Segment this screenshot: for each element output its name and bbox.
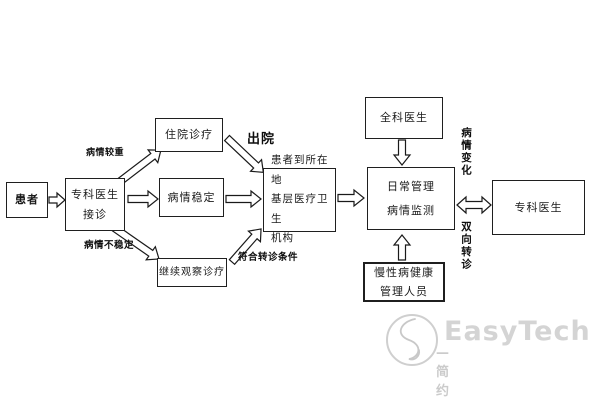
node-chronic-disease-managers-label: 慢性病健康 管理人员 (374, 265, 434, 298)
watermark-tagline-text: — 简约科技 — (436, 346, 452, 399)
arrow-specialist-to-stable (127, 189, 159, 209)
node-general-practitioner: 全科医生 (365, 97, 443, 139)
node-daily-management-label: 日常管理 病情监测 (387, 180, 435, 217)
node-specialist-doctor: 专科医生 (492, 180, 585, 235)
arrow-daily-specialist-twoway (456, 195, 492, 215)
node-chronic-disease-managers: 慢性病健康 管理人员 (363, 262, 445, 302)
arrow-continue-to-local (228, 228, 262, 266)
arrow-inpatient-to-local (223, 134, 265, 174)
edge-label-two-way-referral: 双向转诊 (460, 221, 472, 271)
node-specialist-intake-label: 专科医生 接诊 (71, 188, 119, 221)
node-specialist-doctor-label: 专科医生 (514, 200, 563, 214)
node-condition-stable: 病情稳定 (159, 178, 224, 217)
node-local-institution: 患者到所在地 基层医疗卫生 机构 (263, 154, 336, 244)
node-daily-management: 日常管理 病情监测 (367, 167, 455, 230)
arrow-gp-to-daily (392, 139, 412, 166)
node-continue-observation: 继续观察诊疗 (157, 258, 227, 287)
edge-label-condition-change: 病情变化 (460, 127, 472, 177)
arrow-local-to-daily (337, 188, 365, 208)
node-inpatient-treatment-label: 住院诊疗 (165, 128, 213, 142)
node-continue-observation-label: 继续观察诊疗 (159, 266, 225, 278)
node-patient-label: 患者 (15, 193, 39, 207)
arrow-chronic-to-daily (392, 234, 412, 261)
node-general-practitioner-label: 全科医生 (380, 111, 428, 125)
node-local-institution-label: 患者到所在地 基层医疗卫生 机构 (271, 154, 329, 245)
arrow-patient-to-specialist (48, 191, 66, 209)
arrow-stable-to-local (225, 189, 262, 209)
edge-label-referral-criteria: 符合转诊条件 (238, 252, 299, 263)
node-specialist-intake: 专科医生 接诊 (65, 178, 125, 231)
edge-label-condition-severe: 病情较重 (86, 148, 125, 158)
edge-label-condition-unstable: 病情不稳定 (84, 240, 135, 251)
easytech-swirl-icon (386, 314, 438, 366)
arrow-specialist-to-continue (110, 223, 160, 261)
node-patient: 患者 (6, 182, 48, 218)
node-inpatient-treatment: 住院诊疗 (155, 118, 223, 152)
node-condition-stable-label: 病情稳定 (167, 190, 216, 204)
watermark-brand-text: EasyTech (444, 316, 591, 347)
edge-label-discharge: 出院 (247, 132, 276, 147)
